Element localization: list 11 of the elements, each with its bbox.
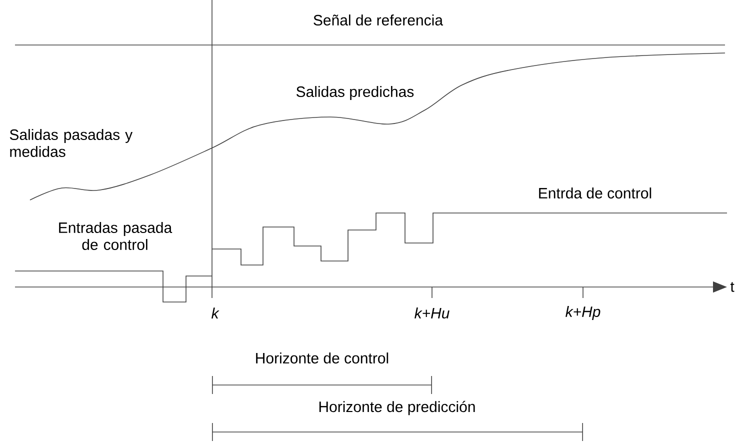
bracket-label: Horizonte de control bbox=[256, 352, 388, 364]
bracket-label: Horizonte de predicción bbox=[319, 400, 475, 416]
tick-label: k+Hp bbox=[566, 306, 600, 320]
tick-label: k+Hu bbox=[414, 308, 450, 318]
curve-label: Salidas predichas bbox=[296, 86, 414, 100]
curve-label: Salidas pasadas y medidas bbox=[10, 129, 133, 157]
signal-label: Entradas pasada de control bbox=[59, 222, 172, 250]
tick-label: k bbox=[212, 308, 220, 318]
signal-label: Señal de referencia bbox=[314, 14, 444, 26]
signal-label: Entrda de control bbox=[539, 188, 652, 198]
axis-label: t bbox=[730, 282, 734, 292]
